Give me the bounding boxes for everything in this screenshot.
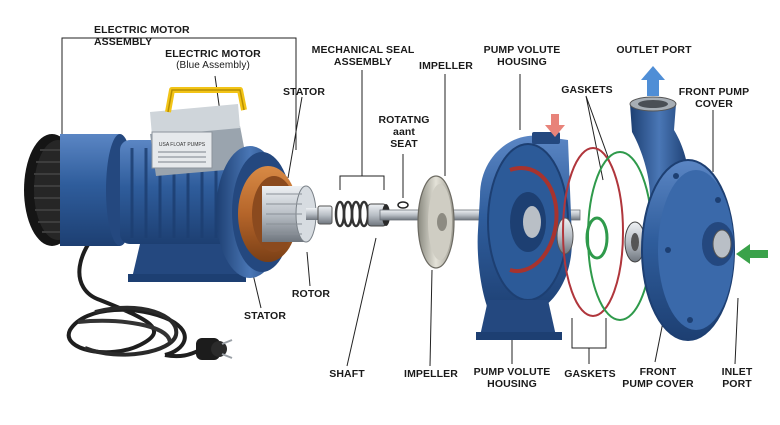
label-stator-top: STATOR <box>282 86 325 98</box>
label-outlet-port: OUTLET PORT <box>616 44 692 56</box>
volute-inflow-arrow <box>545 114 565 137</box>
label-front-pump-cover-bottom: FRONT PUMP COVER <box>622 366 694 390</box>
mechanical-seal-assembly <box>317 200 409 228</box>
power-cord-with-plug <box>66 210 233 360</box>
leader-lines <box>61 37 739 367</box>
label-pump-volute-top: PUMP VOLUTE HOUSING <box>483 44 561 68</box>
label-shaft: SHAFT <box>329 368 365 380</box>
label-front-pump-cover-top: FRONT PUMP COVER <box>678 86 750 110</box>
label-electric-motor: ELECTRIC MOTOR <box>165 48 261 60</box>
label-mechanical-seal-assembly: MECHANICAL SEAL ASSEMBLY <box>311 44 415 68</box>
label-impeller-bottom: IMPELLER <box>404 368 458 380</box>
stator-rotor <box>238 166 326 262</box>
label-stator-bottom: STATOR <box>243 310 286 322</box>
pump-volute-housing <box>476 132 572 340</box>
motor-fan-cover <box>24 134 134 246</box>
nameplate-text: USA FLOAT PUMPS <box>159 142 206 148</box>
leader-rotor <box>306 251 311 287</box>
leader-shaft <box>346 237 377 367</box>
leader-mech-seal-bracket <box>339 175 385 190</box>
front-pump-cover <box>629 96 735 341</box>
label-inlet-port: INLET PORT <box>721 366 753 390</box>
leader-impeller-bottom <box>429 269 433 367</box>
label-electric-motor-sub: (Blue Assembly) <box>176 60 250 71</box>
label-gaskets-top: GASKETS <box>561 84 613 96</box>
label-gaskets-bottom: GASKETS <box>564 368 616 380</box>
leader-motor-assembly <box>61 37 297 150</box>
label-pump-volute-bottom: PUMP VOLUTE HOUSING <box>473 366 551 390</box>
outlet-flow-arrow <box>641 66 665 96</box>
label-rotating-seat: ROTATNG aant SEAT <box>378 114 430 150</box>
inlet-flow-arrow <box>736 244 768 264</box>
impeller <box>417 175 455 269</box>
gaskets-and-bearings <box>556 147 653 321</box>
label-electric-motor-assembly: ELECTRIC MOTOR ASSEMBLY <box>94 24 190 48</box>
leader-stator-top <box>287 96 303 179</box>
leader-gaskets-bottom <box>571 318 607 349</box>
label-rotor: ROTOR <box>291 288 331 300</box>
label-impeller-top: IMPELLER <box>419 60 473 72</box>
leader-gaskets-top <box>585 95 613 181</box>
leader-inlet-port <box>734 297 739 365</box>
